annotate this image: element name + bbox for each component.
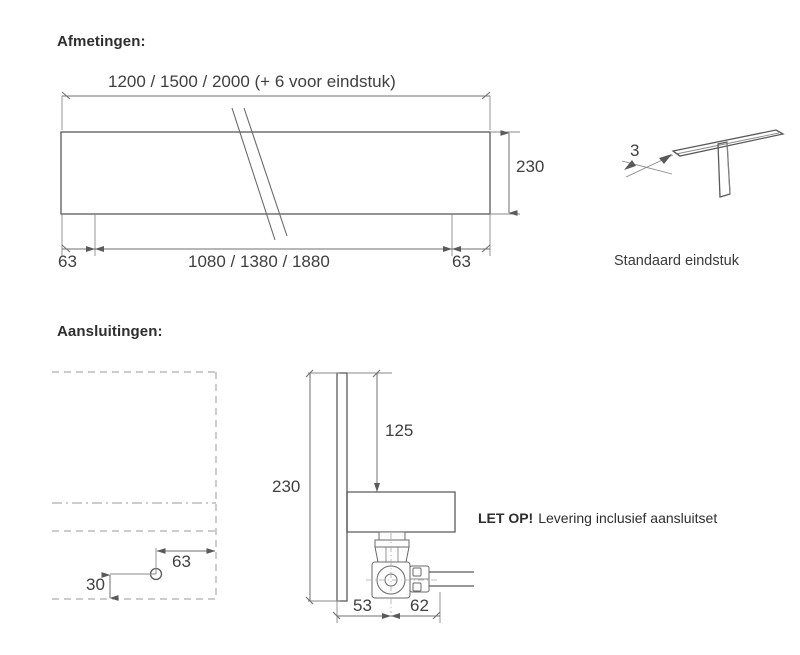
dim-label-panel-height: 230	[516, 157, 545, 176]
dim-label-center-span: 1080 / 1380 / 1880	[188, 252, 330, 271]
dim-label-top-to-shelf: 125	[385, 421, 414, 440]
dim-label-connection-vertical-offset: 30	[86, 575, 105, 594]
delivery-note-text: Levering inclusief aansluitset	[538, 510, 718, 526]
dim-label-depth-left: 53	[353, 596, 372, 615]
valve-assembly	[366, 531, 474, 613]
dim-label-connection-horizontal-offset: 63	[172, 552, 191, 571]
main-panel-elevation	[60, 91, 520, 256]
connections-front-view	[52, 371, 217, 601]
connections-side-view	[305, 369, 474, 623]
delivery-note-emphasis: LET OP!	[478, 510, 534, 526]
endpiece-detail	[621, 129, 785, 198]
dim-label-total-length: 1200 / 1500 / 2000 (+ 6 voor eindstuk)	[108, 72, 396, 91]
dim-label-side-total-height: 230	[272, 477, 301, 496]
dim-label-left-inset: 63	[58, 252, 77, 271]
caption-standaard-eindstuk: Standaard eindstuk	[614, 253, 739, 269]
dim-label-right-inset: 63	[452, 252, 471, 271]
dim-label-endpiece-thickness: 3	[630, 141, 640, 160]
delivery-note: LET OP!Levering inclusief aansluitset	[478, 510, 717, 526]
section-heading-aansluitingen: Aansluitingen:	[57, 323, 163, 340]
dim-label-depth-right: 62	[410, 596, 429, 615]
section-heading-afmetingen: Afmetingen:	[57, 33, 146, 50]
